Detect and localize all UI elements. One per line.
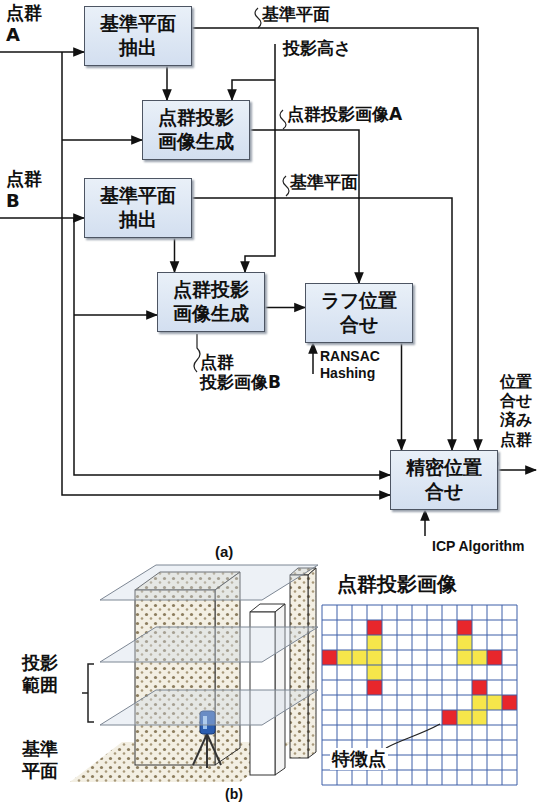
annotation-label: 点群 投影画像B xyxy=(200,352,281,393)
grid-line xyxy=(322,695,517,696)
grid-line xyxy=(322,710,517,711)
annotation-label: (b) xyxy=(225,786,243,803)
grid-cell xyxy=(472,680,487,695)
input-line xyxy=(74,314,157,316)
tall-pillar xyxy=(290,568,316,758)
grid-cell xyxy=(457,635,472,650)
tripod-leg xyxy=(207,734,221,765)
box-label: 点群投影 画像生成 xyxy=(173,278,249,326)
leader-squiggle xyxy=(255,8,261,28)
process-box: ラフ位置 合せ xyxy=(305,283,413,343)
grid-cell xyxy=(367,680,382,695)
grid-cell xyxy=(367,665,382,680)
grid-cell xyxy=(457,650,472,665)
grid-line xyxy=(322,725,517,726)
grid-line xyxy=(322,785,517,786)
input-line xyxy=(0,51,84,53)
grid-line xyxy=(322,665,517,666)
leader-line xyxy=(386,724,440,748)
annotation-label: 投影高さ xyxy=(283,38,351,58)
leader-squiggle xyxy=(280,110,286,129)
input-line xyxy=(0,217,84,219)
grid-line xyxy=(322,770,517,771)
tripod-leg xyxy=(193,734,207,765)
box-label: 基準平面 抽出 xyxy=(100,12,176,60)
input-line xyxy=(62,139,142,141)
grid-cell xyxy=(487,695,502,710)
annotation-label: 基準 平面 xyxy=(22,738,58,781)
output-line xyxy=(498,469,536,471)
flow-arrow xyxy=(401,343,403,450)
slice-plane xyxy=(100,565,318,600)
slice-plane xyxy=(100,627,318,662)
grid-line xyxy=(322,605,517,606)
flow-arrow xyxy=(192,28,478,450)
box-label: ラフ位置 合せ xyxy=(321,289,397,337)
grid-cell xyxy=(352,650,367,665)
pillar-side xyxy=(308,568,316,758)
process-box: 精密位置 合せ xyxy=(390,450,498,510)
flow-arrow xyxy=(250,130,359,283)
building-front xyxy=(135,590,215,765)
projection-image-grid xyxy=(322,605,517,785)
annotation-label: 点群投影画像A xyxy=(287,104,402,124)
building-block xyxy=(135,572,240,765)
flow-arrow xyxy=(166,66,168,100)
annotation-label: 基準平面 xyxy=(290,172,358,192)
process-box: 点群投影 画像生成 xyxy=(142,100,250,160)
grid-cell xyxy=(337,650,352,665)
process-box: 点群投影 画像生成 xyxy=(157,272,265,332)
box-label: 点群投影 画像生成 xyxy=(158,106,234,154)
grid-cell xyxy=(442,710,457,725)
grid-line xyxy=(322,680,517,681)
grid-cell xyxy=(367,650,382,665)
grid-line xyxy=(322,740,517,741)
annotation-label: (a) xyxy=(215,543,233,561)
input-line xyxy=(74,218,390,475)
projection-planes xyxy=(100,565,318,725)
box-label: 精密位置 合せ xyxy=(406,456,482,504)
flow-arrow xyxy=(174,238,176,272)
annotation-label: 基準平面 xyxy=(262,4,330,24)
process-box: 基準平面 抽出 xyxy=(84,178,192,238)
grid-cell xyxy=(457,620,472,635)
height-line xyxy=(232,80,275,100)
building-side xyxy=(215,572,240,765)
method-arrow xyxy=(424,510,426,536)
annotation-label: 位置 合せ 済み 点群 xyxy=(500,372,532,449)
box-label: 基準平面 抽出 xyxy=(100,184,176,232)
flow-arrow xyxy=(265,307,305,309)
range-bracket xyxy=(82,664,94,722)
method-arrow xyxy=(312,343,314,374)
grid-cell xyxy=(472,710,487,725)
pillar-front xyxy=(290,575,308,758)
grid-cell xyxy=(472,695,487,710)
annotation-label: RANSAC Hashing xyxy=(320,348,380,382)
annotation-label: 点群 B xyxy=(6,168,42,211)
grid-cell xyxy=(367,620,382,635)
leader-squiggle xyxy=(194,334,200,372)
grid-cell xyxy=(502,695,517,710)
grid-cell xyxy=(367,635,382,650)
slice-plane xyxy=(100,690,318,725)
grid-cell xyxy=(487,650,502,665)
grid-line xyxy=(322,620,517,621)
annotation-label: 点群 A xyxy=(6,2,42,45)
annotation-label: 特徴点 xyxy=(330,748,388,770)
annotation-label: ICP Algorithm xyxy=(432,538,525,555)
annotation-label: 点群投影画像 xyxy=(337,572,457,596)
grid-cell xyxy=(457,710,472,725)
grid-cell xyxy=(322,650,337,665)
grid-line xyxy=(322,650,517,651)
grid-cell xyxy=(472,650,487,665)
leader-squiggle xyxy=(283,176,289,196)
grid-line xyxy=(322,635,517,636)
annotation-label: 投影 範囲 xyxy=(22,652,58,695)
process-box: 基準平面 抽出 xyxy=(84,6,192,66)
tripod-leg xyxy=(206,734,208,768)
